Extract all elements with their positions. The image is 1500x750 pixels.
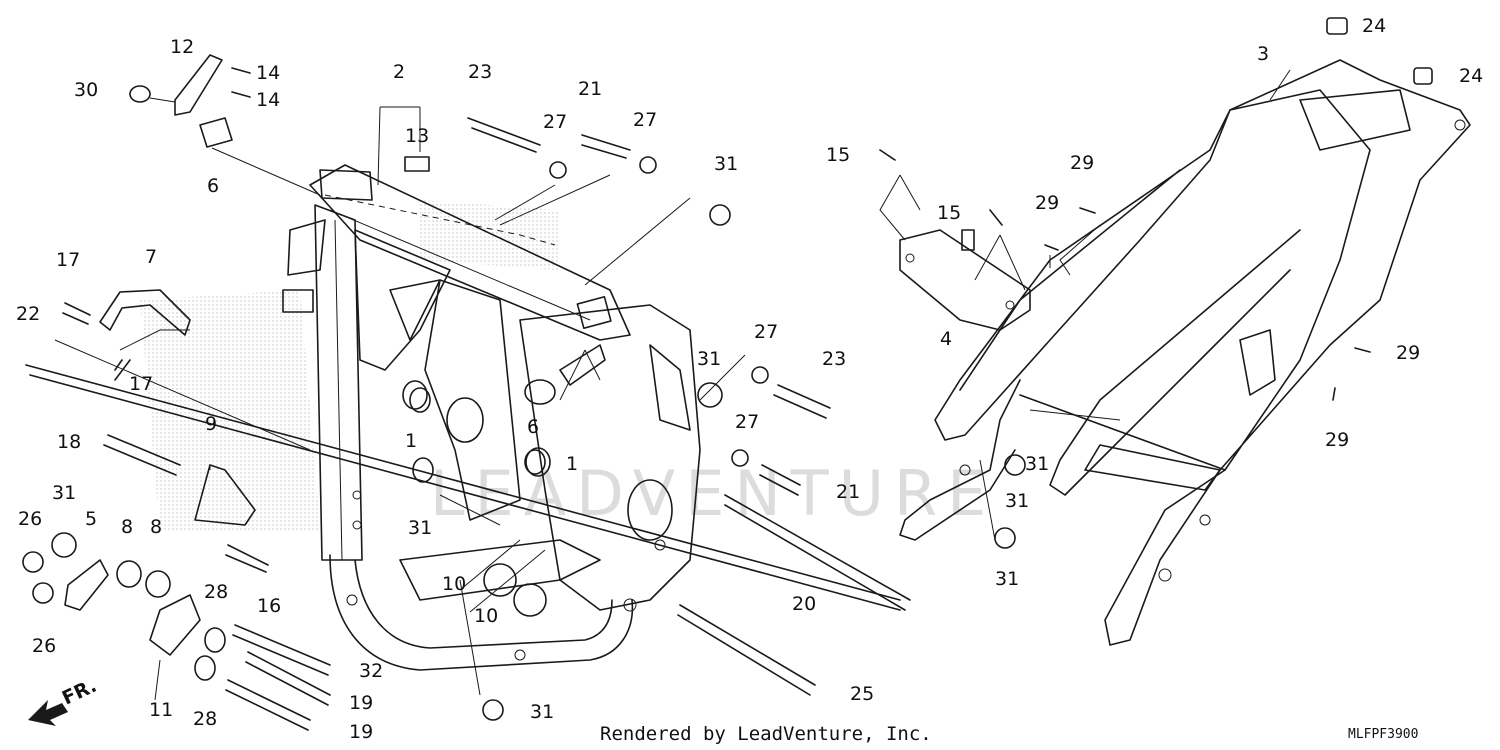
callout: 15 xyxy=(826,144,850,166)
callout: 21 xyxy=(836,481,860,503)
callout: 28 xyxy=(204,581,228,603)
callout: 31 xyxy=(1005,490,1029,512)
callout: 6 xyxy=(207,175,219,197)
bracket-4-drawing xyxy=(899,229,1031,331)
callout: 14 xyxy=(256,62,280,84)
callout: 27 xyxy=(633,109,657,131)
main-frame-drawing xyxy=(282,164,701,671)
callout: 29 xyxy=(1396,342,1420,364)
callout: 31 xyxy=(714,153,738,175)
callout: 26 xyxy=(32,635,56,657)
direction-label: FR. xyxy=(59,675,100,710)
callout: 25 xyxy=(850,683,874,705)
callout: 29 xyxy=(1035,192,1059,214)
callout: 1 xyxy=(566,453,578,475)
callout: 26 xyxy=(18,508,42,530)
callout: 8 xyxy=(150,516,162,538)
small-parts xyxy=(22,17,1433,731)
callout: 30 xyxy=(74,79,98,101)
callout: 7 xyxy=(145,246,157,268)
callout: 17 xyxy=(129,373,153,395)
callout: 2 xyxy=(393,61,405,83)
callout: 23 xyxy=(468,61,492,83)
callout: 20 xyxy=(792,593,816,615)
callout: 28 xyxy=(193,708,217,730)
callout: 27 xyxy=(754,321,778,343)
callout: 24 xyxy=(1459,65,1483,87)
diagram-code: MLFPF3900 xyxy=(1348,727,1418,742)
callouts: 1 1 2 3 4 5 6 6 7 8 8 9 10 10 11 12 13 1… xyxy=(16,15,1483,743)
callout: 31 xyxy=(530,701,554,723)
callout: 19 xyxy=(349,692,373,714)
callout: 31 xyxy=(697,348,721,370)
callout: 18 xyxy=(57,431,81,453)
callout: 13 xyxy=(405,125,429,147)
callout: 29 xyxy=(1070,152,1094,174)
sub-frame-drawing xyxy=(899,59,1471,646)
callout: 21 xyxy=(578,78,602,100)
credit-text: Rendered by LeadVenture, Inc. xyxy=(600,723,932,745)
callout: 10 xyxy=(474,605,498,627)
callout: 14 xyxy=(256,89,280,111)
callout: 31 xyxy=(52,482,76,504)
callout: 1 xyxy=(405,430,417,452)
callout: 12 xyxy=(170,36,194,58)
leader-lines xyxy=(54,69,1291,701)
callout: 31 xyxy=(995,568,1019,590)
callout: 31 xyxy=(1025,453,1049,475)
callout: 5 xyxy=(85,508,97,530)
watermark-text: LEADVENTURE xyxy=(430,457,996,530)
callout: 4 xyxy=(940,328,952,350)
callout: 10 xyxy=(442,573,466,595)
callout: 6 xyxy=(527,416,539,438)
callout: 24 xyxy=(1362,15,1386,37)
callout: 23 xyxy=(822,348,846,370)
callout: 32 xyxy=(359,660,383,682)
callout: 29 xyxy=(1325,429,1349,451)
callout: 19 xyxy=(349,721,373,743)
callout: 3 xyxy=(1257,43,1269,65)
callout: 11 xyxy=(149,699,173,721)
callout: 31 xyxy=(408,517,432,539)
callout: 9 xyxy=(205,413,217,435)
callout: 27 xyxy=(543,111,567,133)
callout: 22 xyxy=(16,303,40,325)
callout: 8 xyxy=(121,516,133,538)
callout: 15 xyxy=(937,202,961,224)
front-direction-arrow: FR. xyxy=(28,675,100,726)
callout: 27 xyxy=(735,411,759,433)
callout: 17 xyxy=(56,249,80,271)
callout: 16 xyxy=(257,595,281,617)
